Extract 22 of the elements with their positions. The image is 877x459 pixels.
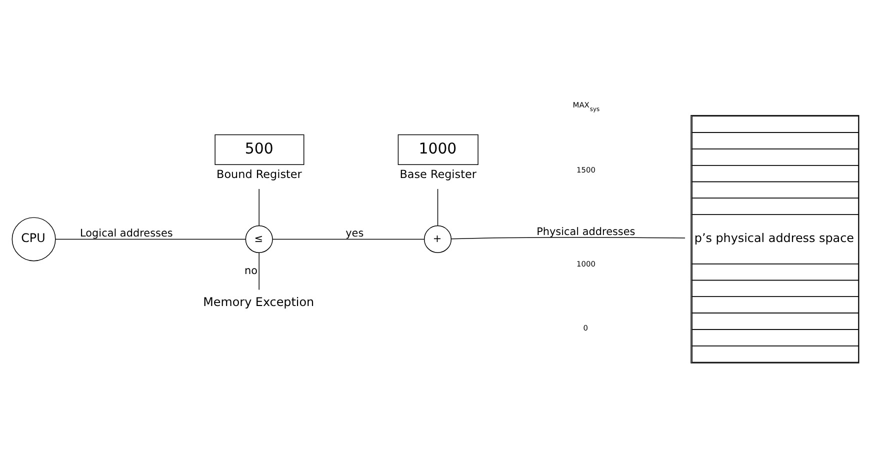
connector <box>55 238 246 240</box>
edge-label: Physical addresses <box>536 226 636 238</box>
connector <box>272 238 425 240</box>
node-label: Base Register <box>400 168 476 182</box>
node-circle: + <box>424 225 452 253</box>
label: 1500 <box>576 165 596 174</box>
node-circle: ≤ <box>245 225 273 253</box>
edge-label: no <box>244 265 258 278</box>
edge-label: yes <box>346 227 364 240</box>
node-text: Memory Exception <box>203 295 314 310</box>
node-box: 1000 <box>398 134 478 165</box>
connector <box>258 252 260 290</box>
connector <box>451 237 686 240</box>
node-label: Bound Register <box>216 168 302 182</box>
label: 1000 <box>576 259 596 268</box>
connector <box>437 188 438 226</box>
node-circle: CPU <box>12 217 56 262</box>
label: MAX$_{sys}$ <box>572 100 600 114</box>
edge-label: Logical addresses <box>80 227 173 240</box>
connector <box>258 188 260 226</box>
node-box: 500 <box>214 134 304 165</box>
label: 0 <box>583 324 588 333</box>
